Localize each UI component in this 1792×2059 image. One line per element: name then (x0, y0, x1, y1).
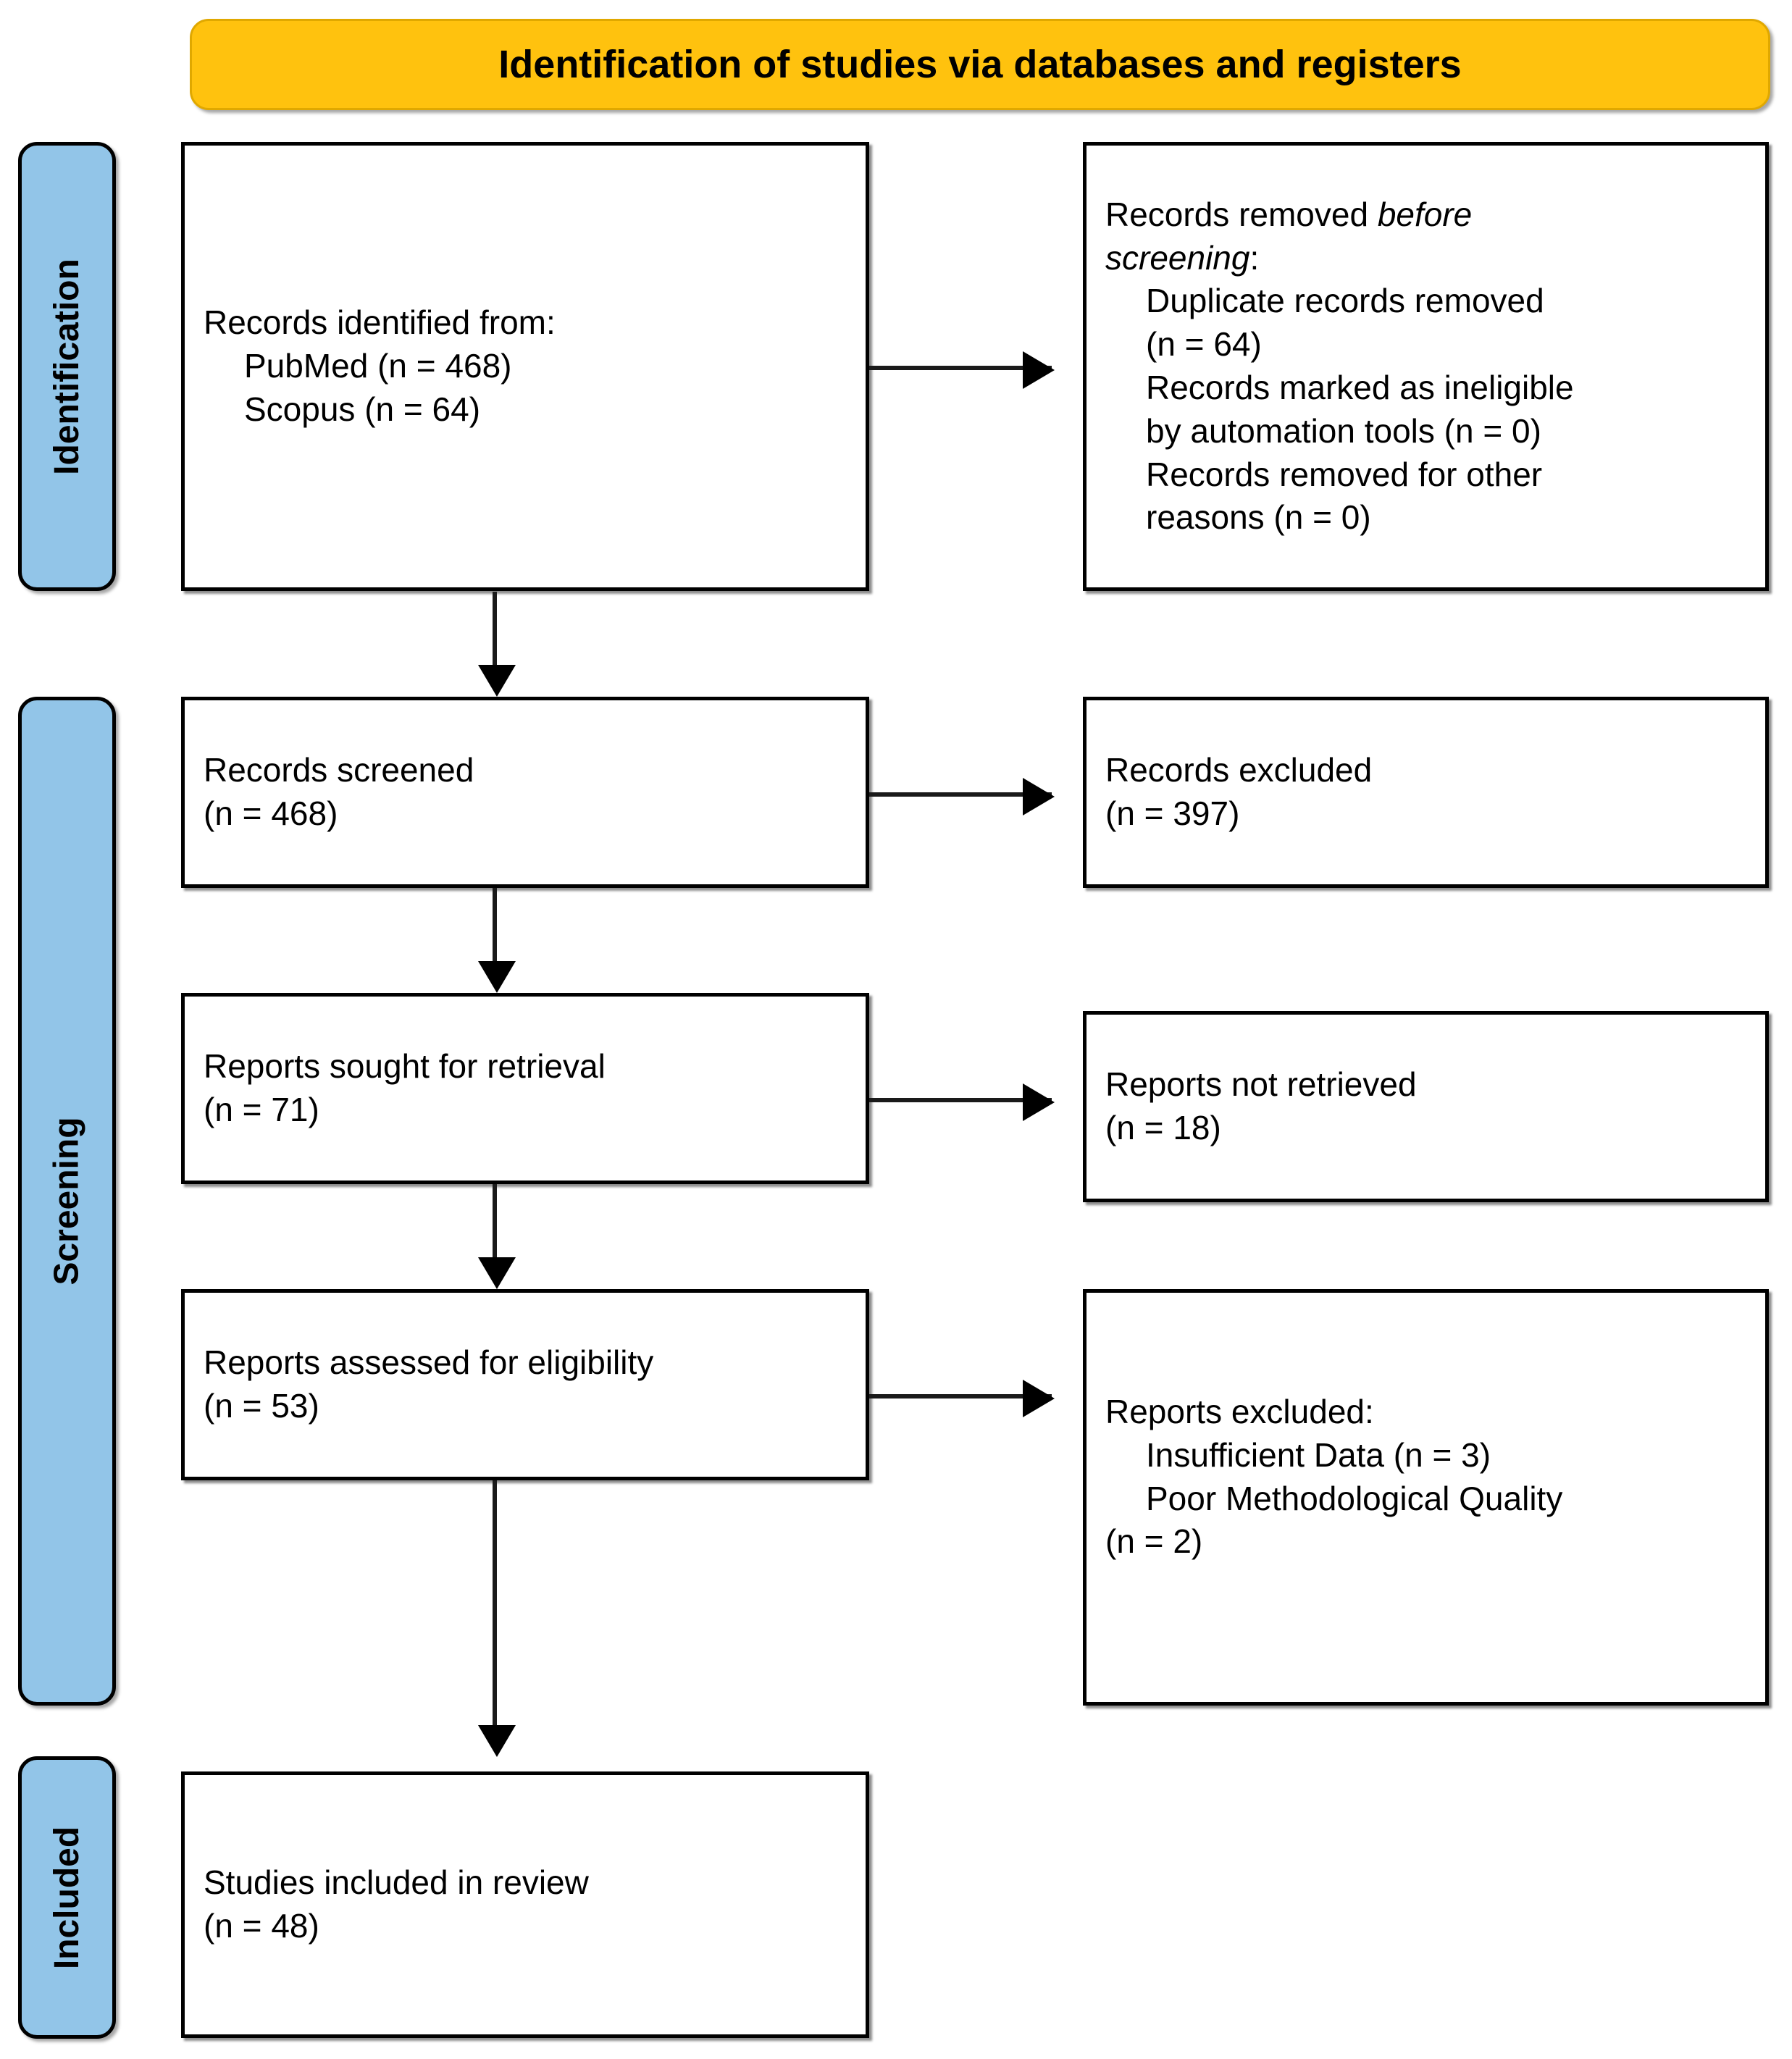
box-studies-included-in-review: Studies included in review (n = 48) (181, 1771, 869, 2038)
removed-line-duplicates-n: (n = 64) (1146, 325, 1262, 364)
reports-assessed-line-2: (n = 53) (204, 1387, 319, 1425)
stage-header-identification-banner: Identification of studies via databases … (190, 19, 1770, 110)
box-records-screened: Records screened (n = 468) (181, 697, 869, 888)
records-identified-line-scopus: Scopus (n = 64) (244, 390, 481, 428)
removed-line-1-italic: before (1377, 195, 1473, 233)
removed-line-1-text: Records removed (1105, 195, 1378, 233)
removed-line-2-colon: : (1249, 238, 1260, 277)
records-screened-line-1: Records screened (204, 751, 474, 789)
phase-bar-identification: Identification (18, 142, 116, 591)
studies-included-line-1: Studies included in review (204, 1863, 589, 1902)
arrow-identified-to-removed (869, 351, 1055, 389)
arrow-sought-to-not-retrieved (869, 1083, 1055, 1121)
removed-line-2-italic: screening (1105, 238, 1250, 277)
box-reports-assessed-for-eligibility: Reports assessed for eligibility (n = 53… (181, 1289, 869, 1480)
removed-line-2: screening: (1105, 237, 1746, 280)
removed-line-ineligible-n: by automation tools (n = 0) (1146, 411, 1541, 450)
reports-excluded-line-quality: Poor Methodological Quality (1146, 1479, 1563, 1517)
reports-excluded-line-quality-n: (n = 2) (1105, 1522, 1203, 1561)
records-identified-line-1: Records identified from: (204, 303, 556, 342)
box-records-excluded: Records excluded (n = 397) (1083, 697, 1769, 888)
removed-line-other-n: reasons (n = 0) (1146, 498, 1371, 537)
studies-included-line-2: (n = 48) (204, 1907, 319, 1945)
arrow-screened-to-excluded (869, 778, 1055, 815)
box-reports-not-retrieved: Reports not retrieved (n = 18) (1083, 1011, 1769, 1202)
records-screened-line-2: (n = 468) (204, 794, 338, 832)
records-identified-line-pubmed: PubMed (n = 468) (244, 347, 512, 385)
reports-sought-line-2: (n = 71) (204, 1091, 319, 1128)
phase-bar-included: Included (18, 1756, 116, 2039)
reports-not-retrieved-line-1: Reports not retrieved (1105, 1065, 1417, 1104)
records-excluded-line-2: (n = 397) (1105, 794, 1240, 832)
phase-bar-screening-label: Screening (48, 1117, 87, 1286)
phase-bar-screening: Screening (18, 697, 116, 1706)
reports-assessed-line-1: Reports assessed for eligibility (204, 1343, 654, 1382)
box-records-removed-before-screening: Records removed before screening: Duplic… (1083, 142, 1769, 591)
removed-line-duplicates: Duplicate records removed (1146, 282, 1544, 320)
removed-line-ineligible: Records marked as ineligible (1146, 369, 1574, 406)
records-excluded-line-1: Records excluded (1105, 751, 1373, 789)
reports-sought-line-1: Reports sought for retrieval (204, 1047, 606, 1086)
reports-excluded-line-insufficient: Insufficient Data (n = 3) (1146, 1435, 1491, 1474)
box-reports-sought-for-retrieval: Reports sought for retrieval (n = 71) (181, 993, 869, 1184)
arrow-sought-to-assessed (478, 1184, 516, 1289)
arrow-screened-to-sought (478, 888, 516, 993)
box-reports-excluded: Reports excluded: Insufficient Data (n =… (1083, 1289, 1769, 1706)
arrow-identified-to-screened (478, 592, 516, 697)
phase-bar-identification-label: Identification (48, 258, 87, 475)
stage-header-title: Identification of studies via databases … (498, 43, 1462, 86)
box-records-identified: Records identified from: PubMed (n = 468… (181, 142, 869, 591)
reports-excluded-line-1: Reports excluded: (1105, 1393, 1374, 1430)
phase-bar-included-label: Included (48, 1826, 86, 1969)
removed-line-1: Records removed before (1105, 193, 1746, 237)
arrow-assessed-to-included (478, 1480, 516, 1757)
reports-not-retrieved-line-2: (n = 18) (1105, 1109, 1221, 1146)
removed-line-other: Records removed for other (1146, 455, 1543, 493)
arrow-assessed-to-reports-excluded (869, 1380, 1055, 1417)
